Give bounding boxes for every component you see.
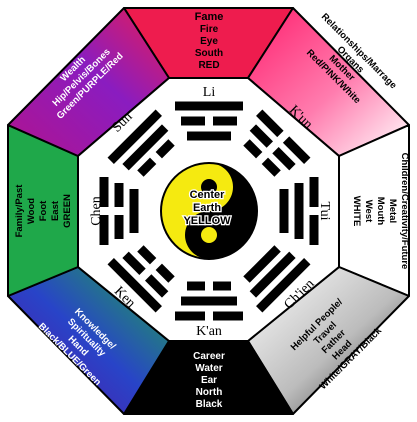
trigram-ken <box>107 245 175 313</box>
trigram-bar <box>175 101 243 111</box>
trigram-bar <box>122 124 169 171</box>
trigram-bar <box>137 157 157 177</box>
trigram-bar <box>145 274 169 298</box>
trigram-tui <box>279 177 319 245</box>
trigram-bar <box>114 215 124 239</box>
svg-text:West: West <box>363 200 374 223</box>
career-label: Career Water Ear North Black <box>193 351 225 410</box>
svg-text:North: North <box>196 387 223 398</box>
trigram-bar <box>256 109 284 138</box>
trigram-bar <box>155 263 175 283</box>
trigram-name-kan: K'an <box>196 324 222 339</box>
svg-text:Mouth: Mouth <box>375 197 386 226</box>
svg-text:Family/Past: Family/Past <box>14 184 25 238</box>
svg-text:South: South <box>195 48 223 59</box>
trigram-kun <box>243 109 311 177</box>
center-line-3: YELLOW <box>183 215 231 227</box>
trigram-bar <box>294 183 304 239</box>
trigram-bar <box>279 189 289 233</box>
svg-text:Metal: Metal <box>387 199 398 223</box>
svg-text:Career: Career <box>193 351 225 362</box>
trigram-bar <box>249 124 273 148</box>
trigram-bar <box>175 311 205 321</box>
trigram-bar <box>272 147 296 171</box>
trigram-bar <box>187 131 231 141</box>
trigram-bar <box>129 189 139 233</box>
svg-text:Foot: Foot <box>38 200 49 221</box>
svg-text:Wood: Wood <box>26 198 37 224</box>
trigram-bar <box>107 109 162 164</box>
svg-text:Ear: Ear <box>201 375 217 386</box>
trigram-bar <box>243 245 281 283</box>
trigram-name-li: Li <box>203 85 216 100</box>
center-line-2: Earth <box>193 202 221 214</box>
trigram-bar <box>122 251 146 275</box>
trigram-bar <box>137 245 157 265</box>
svg-text:RED: RED <box>198 60 219 71</box>
trigram-bar <box>187 281 205 291</box>
trigram-bar <box>213 116 237 126</box>
trigram-chen <box>99 177 139 245</box>
trigram-bar <box>181 116 205 126</box>
center-line-1: Center <box>190 189 226 201</box>
trigram-chien <box>243 245 311 313</box>
svg-text:GREEN: GREEN <box>62 194 73 228</box>
children-label: Children/Creativity/Future Metal Mouth W… <box>351 153 410 270</box>
center-label: Center Earth YELLOW <box>182 188 232 229</box>
svg-text:Fame: Fame <box>195 11 224 23</box>
trigram-bar <box>213 311 243 321</box>
svg-text:East: East <box>50 200 61 221</box>
family-label: Family/Past Wood Foot East GREEN <box>14 184 73 238</box>
svg-text:Water: Water <box>195 363 223 374</box>
svg-text:Children/Creativity/Future: Children/Creativity/Future <box>399 153 410 270</box>
yin-yang-icon <box>160 162 258 260</box>
trigram-name-chen: Chen <box>89 196 104 226</box>
trigram-bar <box>155 139 175 159</box>
trigram-bar <box>249 251 296 298</box>
svg-text:WHITE: WHITE <box>351 196 362 227</box>
fame-label: Fame Fire Eye South RED <box>195 11 224 71</box>
trigram-bar <box>256 258 311 313</box>
trigram-bar <box>114 183 124 207</box>
trigram-name-tui: Tui <box>317 202 332 221</box>
trigram-bar <box>309 177 319 207</box>
trigram-bar <box>181 296 237 306</box>
trigram-kan <box>175 281 243 321</box>
trigram-bar <box>213 281 231 291</box>
svg-text:Black: Black <box>196 399 223 410</box>
svg-text:Eye: Eye <box>200 36 218 47</box>
trigram-bar <box>107 258 162 313</box>
trigram-bar <box>309 215 319 245</box>
trigram-bar <box>261 157 281 177</box>
trigram-bars <box>99 101 319 321</box>
svg-text:Fire: Fire <box>200 24 219 35</box>
trigram-bar <box>99 215 109 245</box>
trigram-bar <box>99 177 109 207</box>
trigram-sun <box>107 109 175 177</box>
trigram-bar <box>243 139 263 159</box>
trigram-li <box>175 101 243 141</box>
trigram-bar <box>282 136 311 164</box>
